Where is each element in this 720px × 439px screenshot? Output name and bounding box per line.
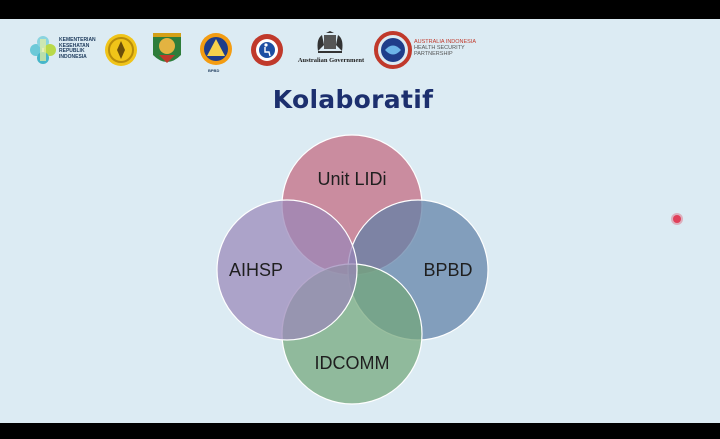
venn-label-idcomm: IDCOMM <box>315 353 390 373</box>
bnpb-emblem-icon <box>200 33 232 65</box>
bnpb-emblem-logo: BPBD <box>198 31 238 77</box>
regional-emblem-icon <box>153 33 181 63</box>
slide-title: Kolaboratif <box>272 85 434 114</box>
bnpb-emblem-text: BPBD <box>208 68 220 73</box>
aihsp-logo: AUSTRALIA INDONESIA HEALTH SECURITY PART… <box>374 31 484 69</box>
kemenkes-text-line: KEMENTERIAN <box>59 37 96 43</box>
disability-emblem-icon <box>251 34 283 66</box>
pointer-dot <box>673 215 681 223</box>
aihsp-text-line: AUSTRALIA INDONESIA <box>414 39 477 45</box>
disability-emblem-logo <box>250 33 284 72</box>
slide: KEMENTERIAN KESEHATAN REPUBLIK INDONESIA <box>0 19 720 423</box>
australian-crest-icon <box>317 31 343 53</box>
venn-circle-aihsp <box>216 199 358 341</box>
australian-government-text: Australian Government <box>297 57 365 64</box>
aihsp-text-line: PARTNERSHIP <box>414 51 453 57</box>
gold-seal-icon <box>105 34 137 66</box>
kemenkes-text-line: INDONESIA <box>59 53 87 60</box>
venn-label-aihsp: AIHSP <box>229 260 283 280</box>
aihsp-icon <box>374 31 412 69</box>
aihsp-text-line: HEALTH SECURITY <box>414 45 465 51</box>
venn-label-unit-lidi: Unit LIDi <box>317 169 386 189</box>
kemenkes-text-line: REPUBLIK <box>59 48 85 54</box>
logo-row: KEMENTERIAN KESEHATAN REPUBLIK INDONESIA <box>0 19 720 79</box>
venn-label-bpbd: BPBD <box>423 260 472 280</box>
regional-emblem-logo <box>150 31 184 74</box>
australian-government-logo: Australian Government <box>296 31 366 71</box>
kemenkes-logo: KEMENTERIAN KESEHATAN REPUBLIK INDONESIA <box>26 33 96 67</box>
kemenkes-icon <box>30 36 56 64</box>
kemenkes-text-line: KESEHATAN <box>59 42 90 49</box>
gold-seal-logo <box>104 33 138 72</box>
